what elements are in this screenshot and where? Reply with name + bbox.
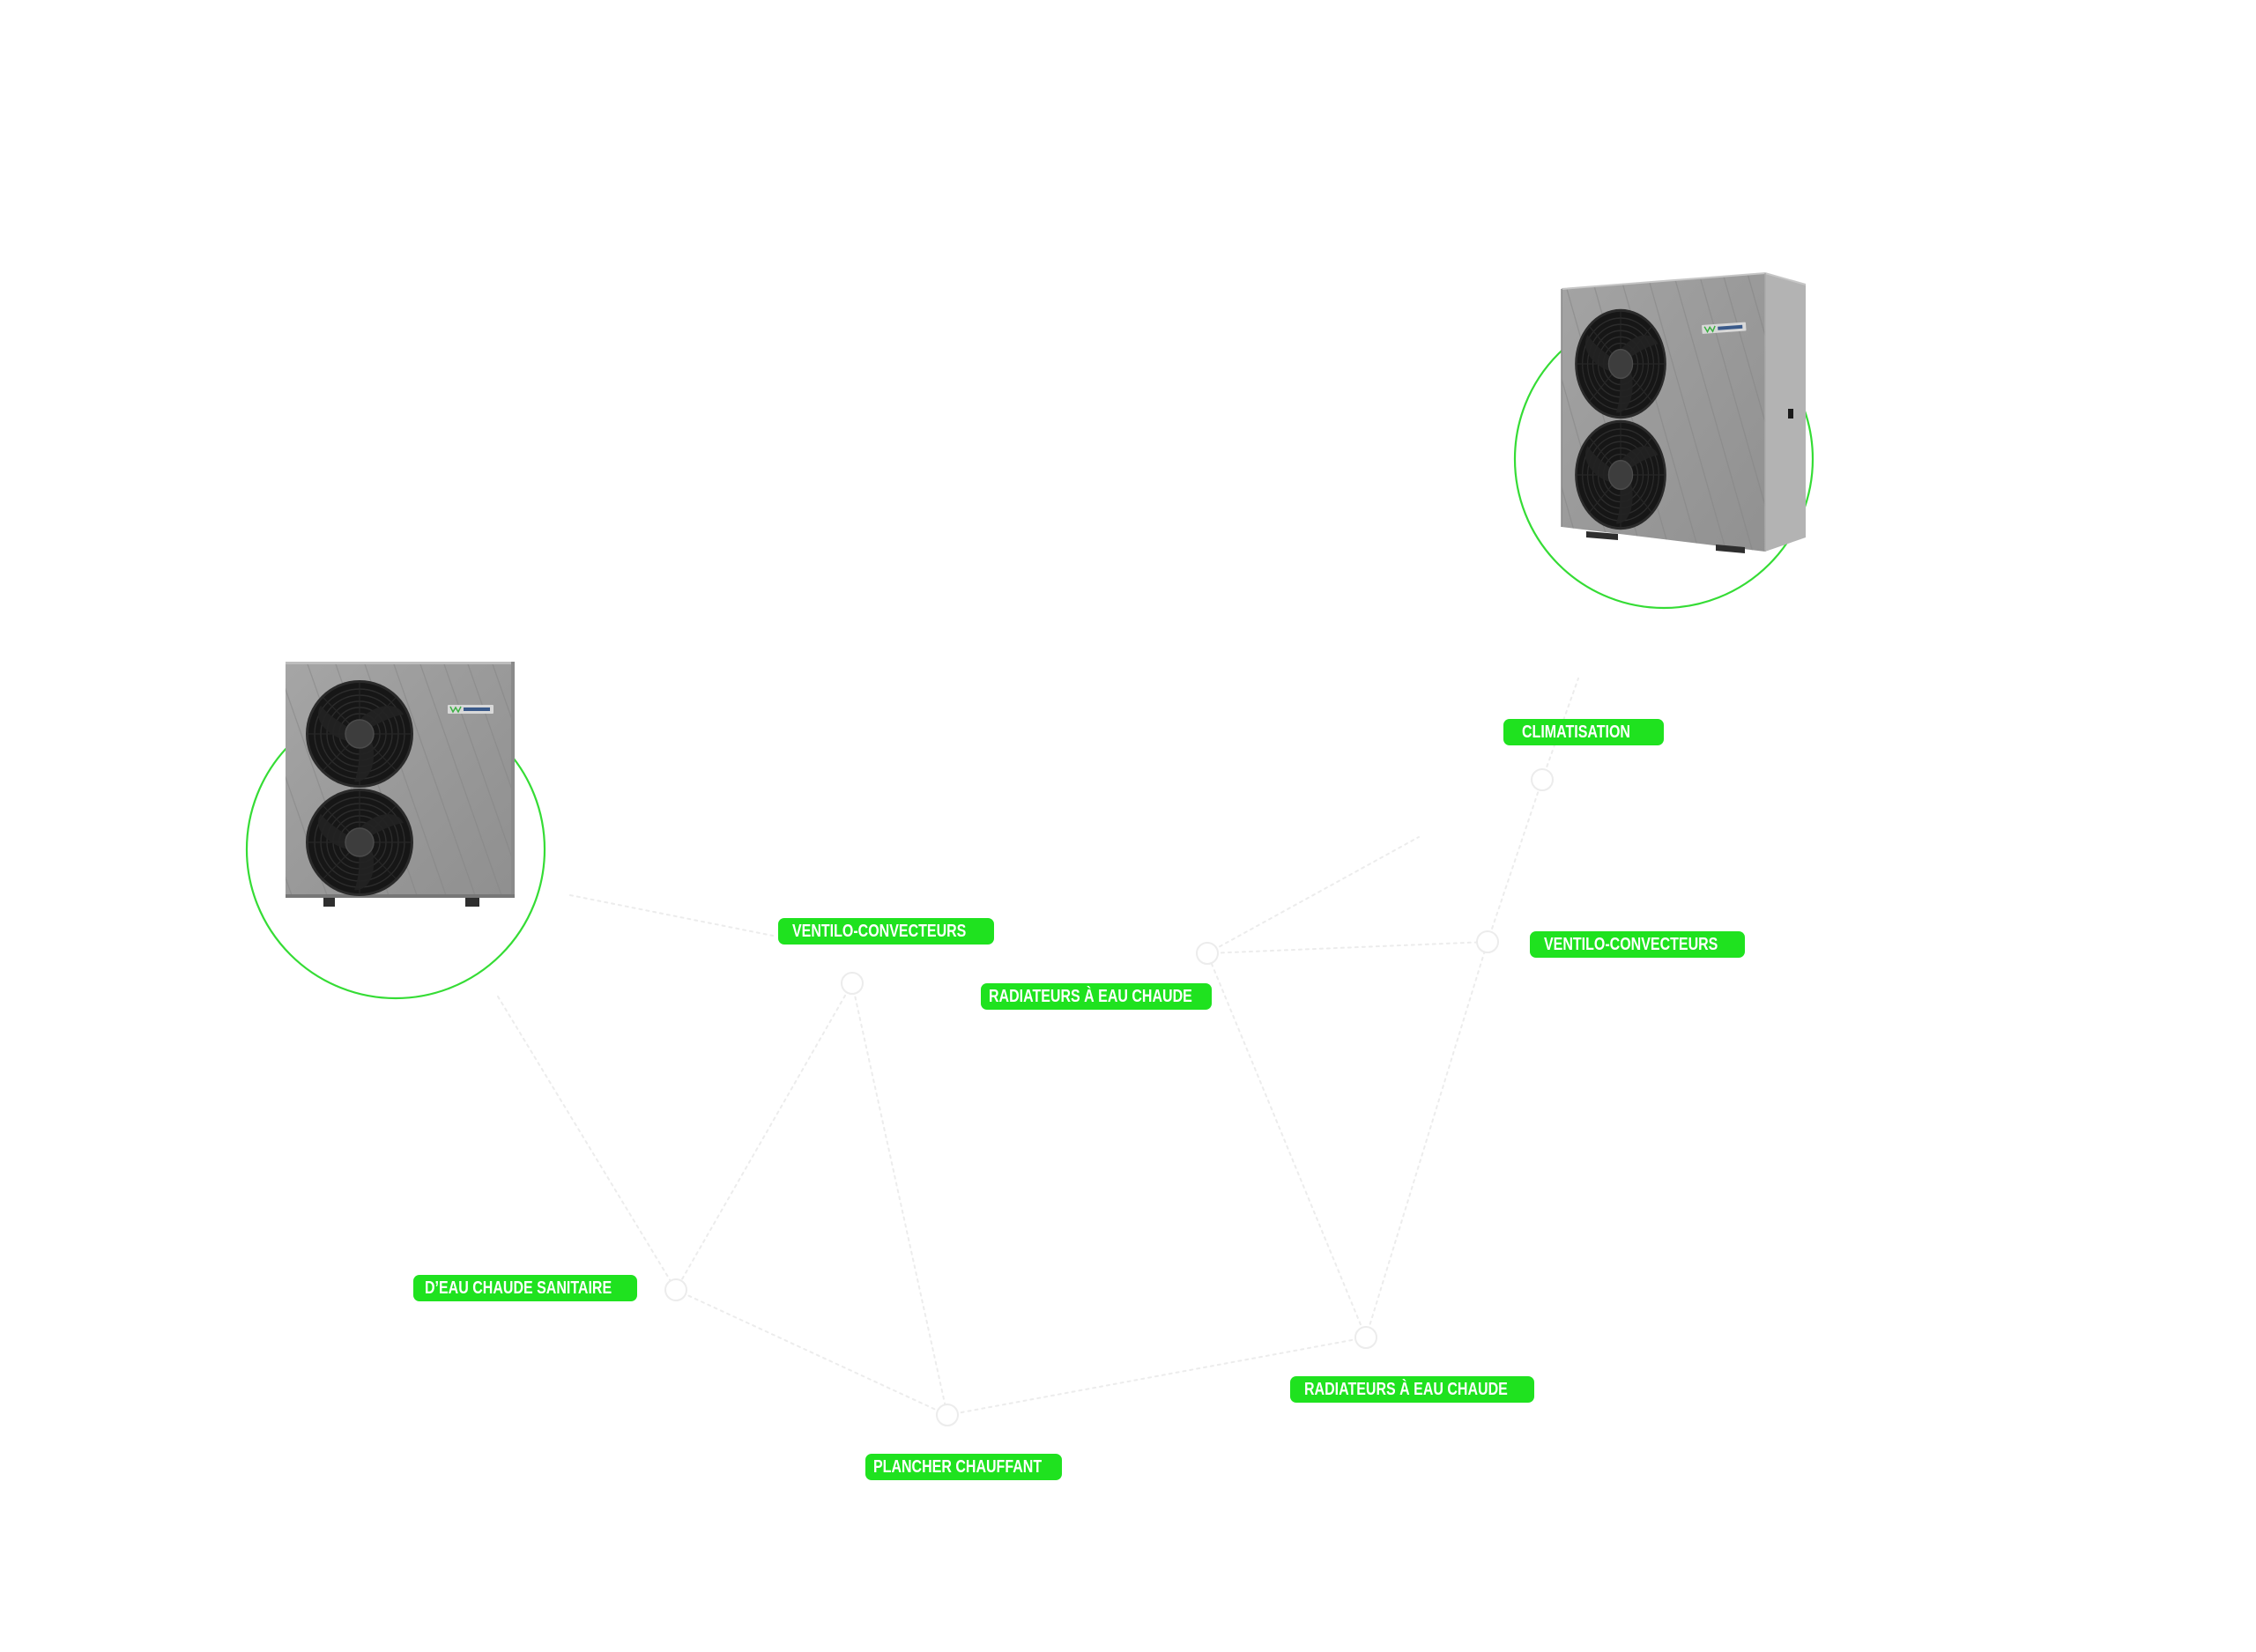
side-edge [511, 662, 515, 898]
fan-bottom-icon [305, 788, 414, 897]
heat-pump-unit-front [286, 662, 515, 907]
label-ventilo-convecteurs-right: VENTILO-CONVECTEURS [1530, 931, 1745, 958]
connector-line [1206, 941, 1488, 954]
label-ventilo-convecteurs-right-text: VENTILO-CONVECTEURS [1544, 935, 1718, 954]
connector-node [1354, 1326, 1377, 1349]
connector-lines [497, 678, 1579, 1416]
brand-logo [448, 705, 494, 714]
label-plancher-chauffant: PLANCHER CHAUFFANT [865, 1454, 1062, 1480]
label-ventilo-convecteurs-left-text: VENTILO-CONVECTEURS [792, 922, 967, 941]
side-connector-knob [1788, 409, 1793, 419]
label-eau-chaude-sanitaire-text: D’EAU CHAUDE SANITAIRE [425, 1278, 612, 1298]
label-radiateurs-top: RADIATEURS À EAU CHAUDE [981, 983, 1212, 1010]
label-climatisation-text: CLIMATISATION [1522, 722, 1630, 742]
foot-left [323, 898, 335, 907]
connector-node [1476, 930, 1499, 953]
foot-right [1716, 544, 1745, 553]
connector-line [851, 982, 948, 1416]
fan-top-icon [1574, 308, 1667, 419]
brand-logo [1702, 322, 1747, 334]
heat-pump-unit-angled [1561, 271, 1807, 553]
connector-line [675, 1289, 948, 1416]
label-eau-chaude-sanitaire: D’EAU CHAUDE SANITAIRE [413, 1275, 637, 1301]
base-edge [286, 894, 515, 898]
fan-top-icon [305, 679, 414, 789]
connector-line [1206, 952, 1367, 1338]
top-edge [286, 662, 515, 664]
foot-left [1586, 531, 1618, 540]
connector-line [497, 996, 677, 1291]
connector-node [936, 1404, 959, 1426]
connector-node [1196, 942, 1219, 965]
unit-side-face [1765, 273, 1806, 552]
label-radiateurs-bottom-text: RADIATEURS À EAU CHAUDE [1304, 1380, 1508, 1399]
connector-nodes [664, 768, 1554, 1426]
connector-line [569, 894, 774, 937]
connector-line [675, 982, 853, 1291]
label-climatisation: CLIMATISATION [1503, 719, 1664, 745]
connector-line [1487, 779, 1543, 943]
label-radiateurs-bottom: RADIATEURS À EAU CHAUDE [1290, 1376, 1534, 1403]
foot-right [465, 898, 479, 907]
connector-line [946, 1337, 1367, 1416]
label-radiateurs-top-text: RADIATEURS À EAU CHAUDE [989, 987, 1192, 1006]
fan-bottom-icon [1574, 419, 1667, 530]
connector-node [1531, 768, 1554, 791]
connector-node [664, 1278, 687, 1301]
connector-line [1365, 941, 1488, 1338]
connector-line [1206, 836, 1420, 954]
label-ventilo-convecteurs-left: VENTILO-CONVECTEURS [778, 918, 994, 945]
connector-node [841, 972, 864, 995]
label-plancher-chauffant-text: PLANCHER CHAUFFANT [873, 1457, 1043, 1477]
